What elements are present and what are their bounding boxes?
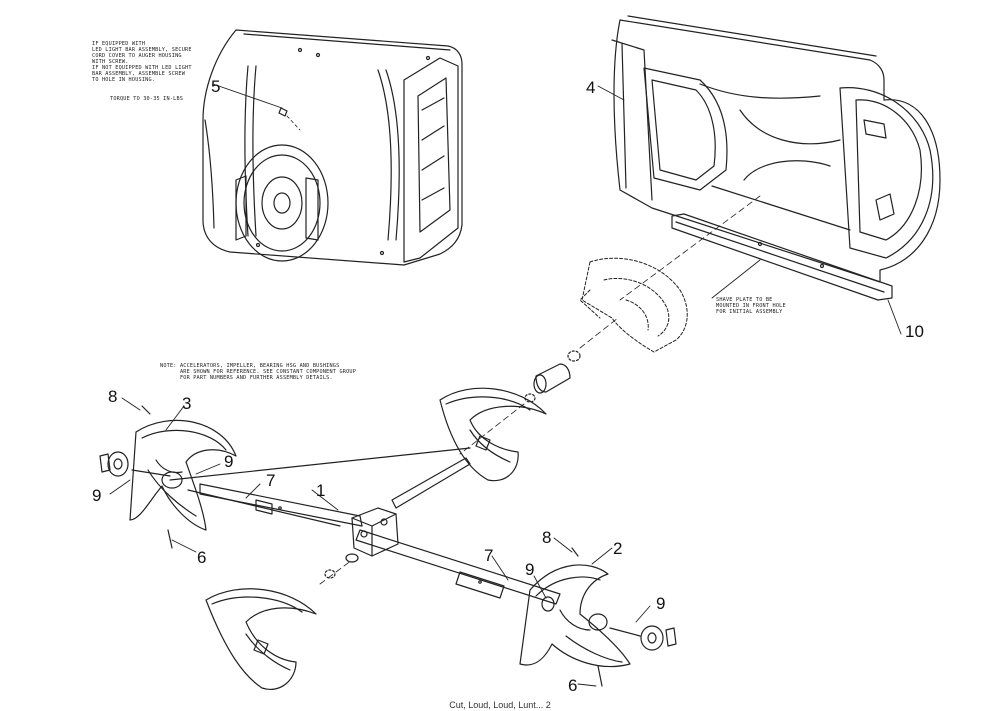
torque-note: TORQUE TO 30-35 IN-LBS bbox=[110, 96, 184, 102]
callout-7-right: 7 bbox=[484, 546, 494, 565]
impeller-reference bbox=[579, 257, 688, 353]
callout-5: 5 bbox=[211, 77, 221, 96]
callout-2: 2 bbox=[613, 539, 623, 558]
callout-6-right: 6 bbox=[568, 676, 578, 695]
auger-shaft bbox=[169, 447, 561, 605]
accelerator-lower-left bbox=[205, 559, 353, 690]
auger-housing-rear bbox=[202, 29, 463, 266]
auger-flight-right bbox=[519, 547, 677, 687]
accelerator-upper-right bbox=[439, 387, 547, 482]
auger-flight-left bbox=[99, 405, 237, 549]
callout-7-left: 7 bbox=[266, 471, 276, 490]
led-light-bar-note: IF EQUIPPED WITH LED LIGHT BAR ASSEMBLY,… bbox=[92, 41, 192, 83]
callout-8-right: 8 bbox=[542, 528, 552, 547]
callout-6-left: 6 bbox=[197, 548, 207, 567]
callout-9-left-upper: 9 bbox=[224, 452, 234, 471]
page-footer: Cut, Loud, Loud, Lunt... 2 bbox=[449, 700, 551, 710]
callout-1: 1 bbox=[316, 481, 326, 500]
auger-housing-front bbox=[611, 15, 941, 301]
leader-lines bbox=[109, 83, 902, 687]
shave-plate-note: SHAVE PLATE TO BE MOUNTED IN FRONT HOLE … bbox=[716, 297, 786, 315]
callout-9-right: 9 bbox=[656, 594, 666, 613]
callout-3: 3 bbox=[182, 394, 192, 413]
accelerators-note: NOTE: ACCELERATORS, IMPELLER, BEARING HS… bbox=[160, 363, 357, 381]
callout-8-left: 8 bbox=[108, 387, 118, 406]
callout-9-right-left: 9 bbox=[525, 560, 535, 579]
callout-9-left-lower: 9 bbox=[92, 486, 102, 505]
callout-10: 10 bbox=[905, 322, 924, 341]
callout-4: 4 bbox=[586, 78, 596, 97]
gearbox bbox=[345, 507, 399, 563]
bearing-housing bbox=[459, 317, 619, 455]
